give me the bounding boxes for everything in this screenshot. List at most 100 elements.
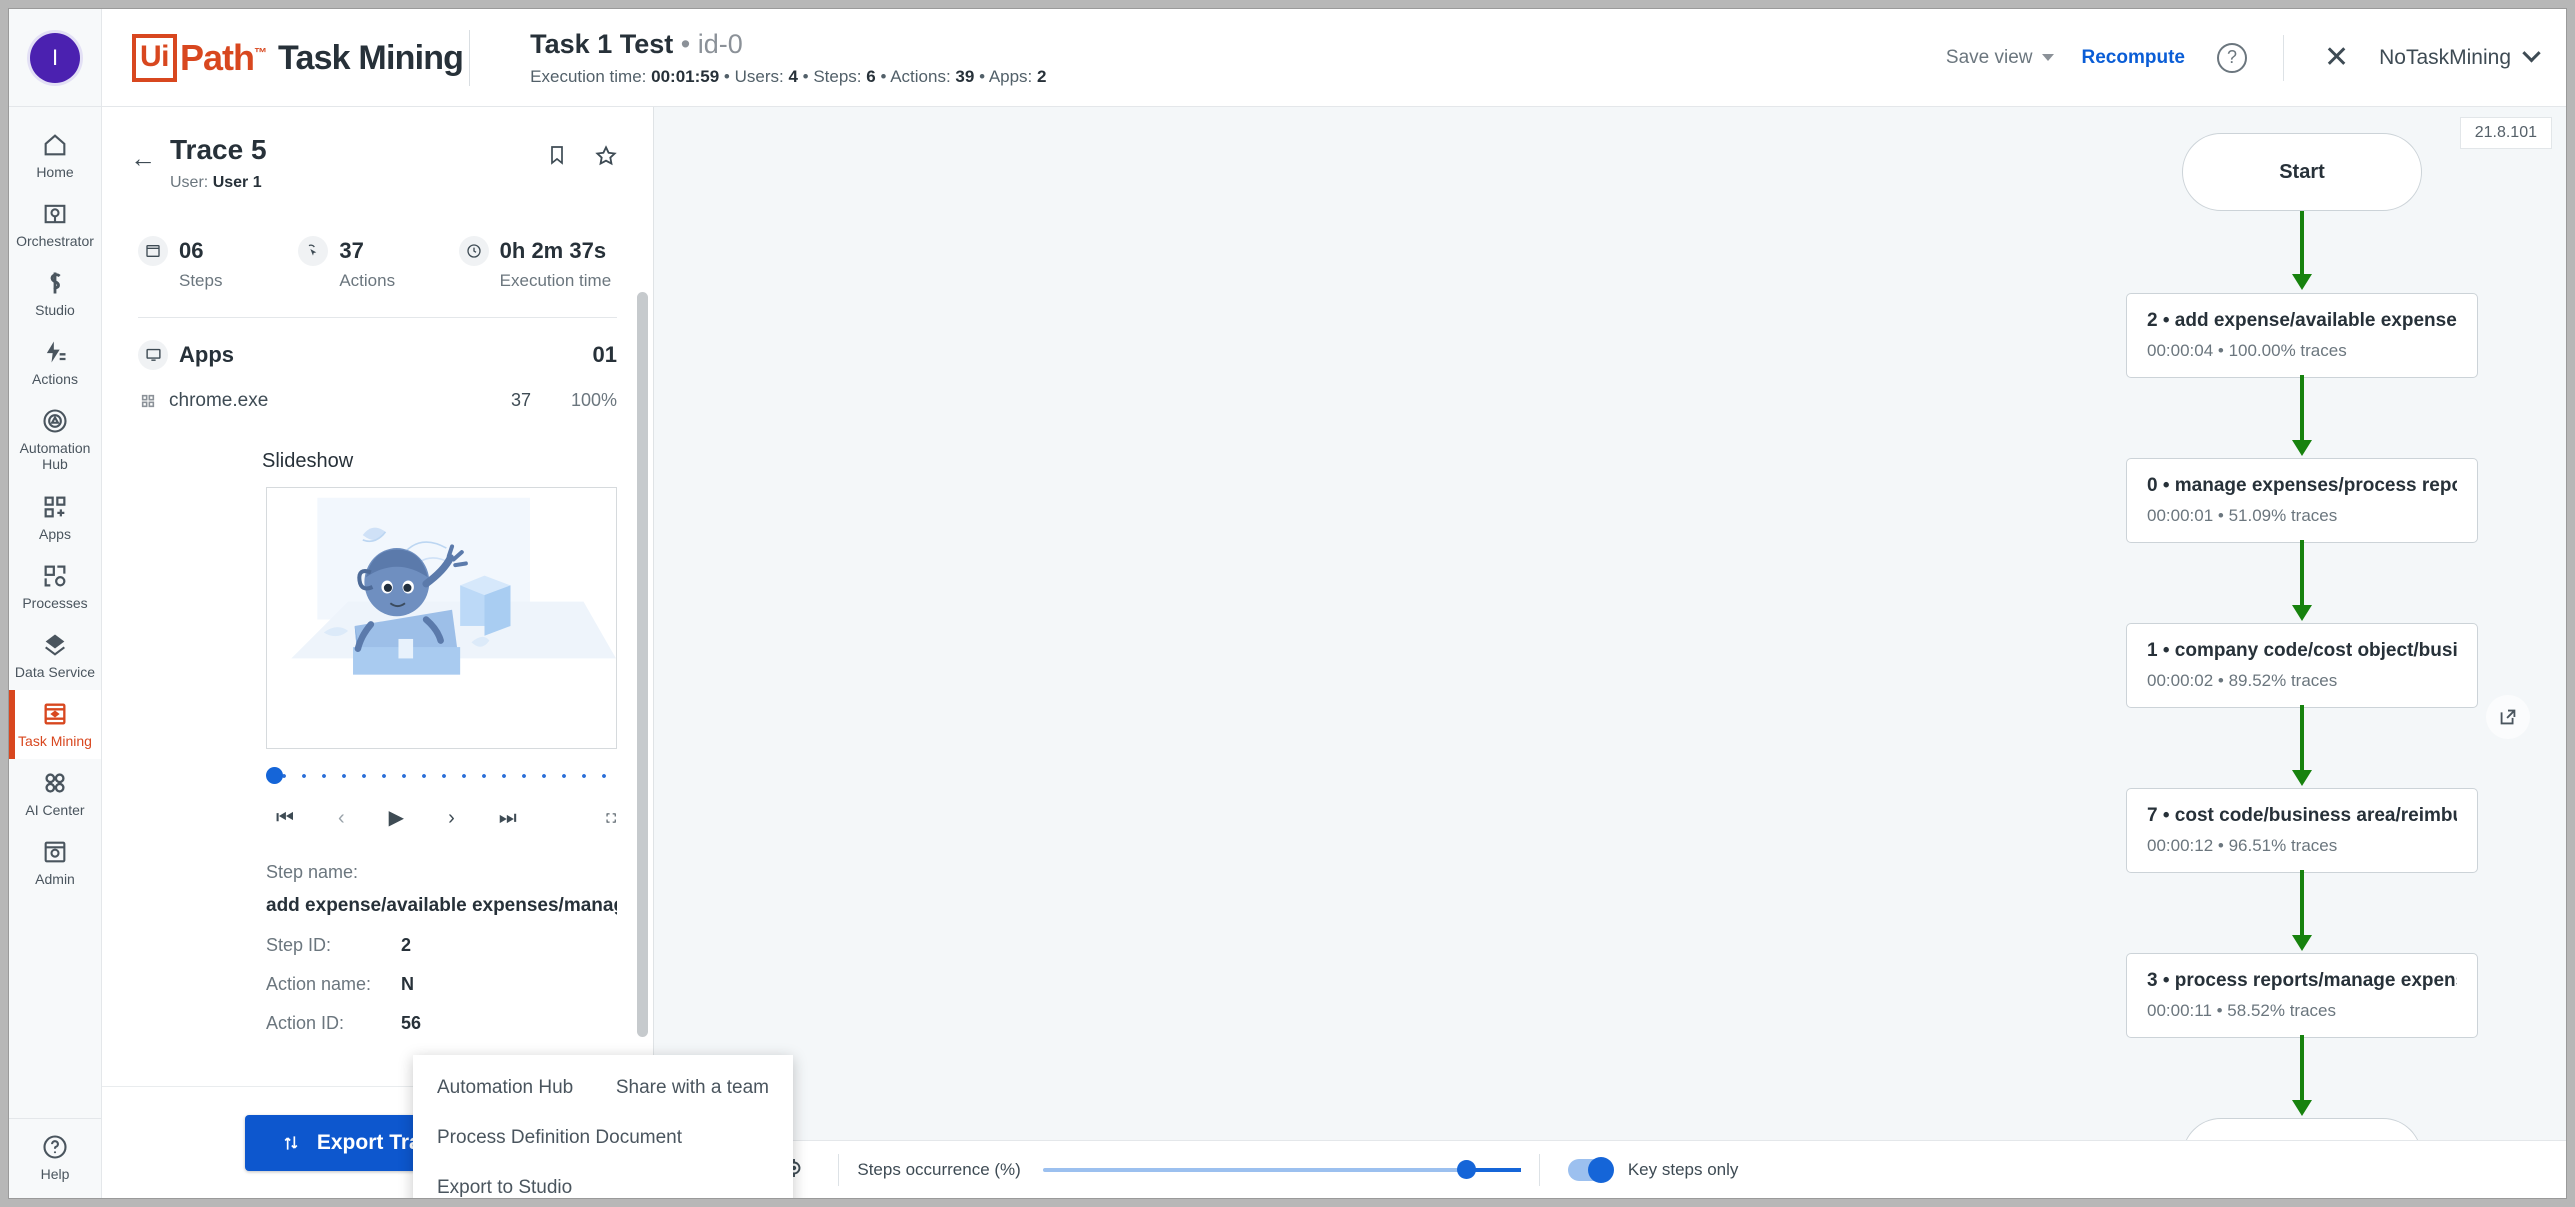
app-window: I Ui Path™ Task Mining Task 1 Test • id-… xyxy=(8,8,2567,1199)
sidebar-item-task-mining[interactable]: Task Mining xyxy=(9,689,101,760)
skip-to-end-icon[interactable]: ⏭ xyxy=(498,806,517,829)
stat-value: 06 xyxy=(179,237,204,263)
slider-track xyxy=(266,773,617,778)
slider-handle[interactable] xyxy=(266,767,283,785)
sidebar-item-actions[interactable]: Actions xyxy=(9,328,101,397)
help-icon[interactable]: ? xyxy=(2216,42,2247,73)
save-view-label: Save view xyxy=(1945,46,2033,68)
trace-stats: 06 Steps 37 Actions xyxy=(102,192,653,291)
apps-icon xyxy=(44,496,66,518)
play-icon[interactable]: ▶ xyxy=(388,806,405,829)
task-name: Task 1 Test xyxy=(530,29,674,60)
sidebar-item-automation-hub[interactable]: Automation Hub xyxy=(9,397,101,482)
toolbar-divider xyxy=(838,1153,840,1186)
tenant-selector[interactable]: NoTaskMining xyxy=(2369,44,2541,70)
open-external-icon[interactable] xyxy=(2486,695,2530,739)
star-icon[interactable] xyxy=(593,143,619,169)
recompute-button[interactable]: Recompute xyxy=(2068,39,2199,77)
graph-edge xyxy=(2292,375,2312,456)
step-details: Step name: add expense/available expense… xyxy=(102,828,653,1034)
detail-scroll-area: ← Trace 5 User: User 1 xyxy=(102,107,653,1086)
detail-header: ← Trace 5 User: User 1 xyxy=(102,107,653,192)
graph-area[interactable]: Start 2 • add expense/available expenses… xyxy=(654,107,2566,1140)
node-meta: 00:00:12 • 96.51% traces xyxy=(2147,836,2338,855)
step-id-row: Step ID: 2 xyxy=(266,935,617,956)
sidebar-item-home[interactable]: Home xyxy=(9,121,101,190)
sidebar-item-admin[interactable]: Admin xyxy=(9,828,101,897)
node-meta: 00:00:01 • 51.09% traces xyxy=(2147,506,2338,525)
stat-label: Actions xyxy=(339,270,396,290)
steps-occurrence-slider[interactable] xyxy=(1042,1160,1521,1179)
monitor-icon xyxy=(138,339,168,370)
sidebar-item-label: Help xyxy=(40,1165,70,1182)
node-title: 3 • process reports/manage expenses/a... xyxy=(2147,970,2457,991)
app-name: chrome.exe xyxy=(169,389,269,411)
fullscreen-icon[interactable] xyxy=(605,808,617,828)
slideshow-illustration xyxy=(267,487,616,701)
slideshow-progress-slider[interactable] xyxy=(266,766,617,786)
toolbar-divider xyxy=(1538,1153,1540,1186)
node-title: 0 • manage expenses/process reports/s... xyxy=(2147,475,2457,496)
graph-node[interactable]: 7 • cost code/business area/reimburse...… xyxy=(2126,788,2478,873)
top-bar: I Ui Path™ Task Mining Task 1 Test • id-… xyxy=(9,9,2566,107)
brand-divider xyxy=(469,29,471,86)
brand-logo: Ui Path™ Task Mining xyxy=(102,9,500,106)
key-steps-only-toggle[interactable] xyxy=(1567,1156,1614,1183)
menu-item-process-definition-document[interactable]: Process Definition Document xyxy=(413,1113,793,1163)
slideshow-viewer[interactable] xyxy=(266,486,617,749)
action-name-row: Action name: N xyxy=(266,974,617,995)
avatar[interactable]: I xyxy=(30,32,80,83)
slider-handle[interactable] xyxy=(1456,1160,1476,1179)
stat-label: Execution time xyxy=(499,270,612,290)
sidebar-item-data-service[interactable]: Data Service xyxy=(9,621,101,690)
close-icon[interactable]: ✕ xyxy=(2323,40,2350,74)
detail-header-actions xyxy=(545,133,619,169)
trace-user: User: User 1 xyxy=(170,173,262,191)
automation-hub-icon xyxy=(43,409,67,433)
sidebar-item-help[interactable]: Help xyxy=(9,1117,101,1198)
next-icon[interactable]: › xyxy=(448,806,455,829)
stat-value: 37 xyxy=(339,237,364,263)
list-item[interactable]: chrome.exe 37 100% xyxy=(102,370,653,412)
sidebar-item-label: AI Center xyxy=(25,801,85,818)
graph-node-start[interactable]: Start xyxy=(2182,133,2422,211)
sidebar-item-label: Task Mining xyxy=(18,732,92,749)
sidebar-item-studio[interactable]: Studio xyxy=(9,259,101,328)
export-trace-label: Export Trace xyxy=(316,1130,445,1154)
actions-icon xyxy=(46,341,66,363)
sidebar-item-ai-center[interactable]: AI Center xyxy=(9,759,101,828)
graph-edge xyxy=(2292,211,2312,290)
panel-scrollbar[interactable] xyxy=(637,292,648,1037)
node-meta: 00:00:11 • 58.52% traces xyxy=(2147,1001,2336,1020)
action-id-label: Action ID: xyxy=(266,1012,345,1033)
graph-node[interactable]: 3 • process reports/manage expenses/a...… xyxy=(2126,953,2478,1038)
step-id-label: Step ID: xyxy=(266,934,332,955)
stat-value: 0h 2m 37s xyxy=(499,237,607,263)
graph-node-end[interactable]: End xyxy=(2182,1118,2422,1140)
export-menu[interactable]: Automation Hub Share with a team Process… xyxy=(413,1055,793,1198)
graph-bottom-toolbar: + − Steps occurrence (%) Key steps only xyxy=(654,1140,2566,1198)
menu-item-automation-hub[interactable]: Automation Hub Share with a team xyxy=(413,1063,793,1113)
save-view-button[interactable]: Save view xyxy=(1932,39,2068,77)
sidebar-item-processes[interactable]: Processes xyxy=(9,552,101,621)
detail-title-group: Trace 5 User: User 1 xyxy=(170,133,267,192)
bookmark-icon[interactable] xyxy=(545,143,569,167)
nav-spacer xyxy=(9,897,101,1118)
sidebar-item-orchestrator[interactable]: Orchestrator xyxy=(9,190,101,259)
divider xyxy=(138,316,617,318)
page-title: Task 1 Test • id-0 xyxy=(530,28,1932,62)
back-arrow-icon[interactable]: ← xyxy=(130,143,156,173)
graph-node[interactable]: 1 • company code/cost object/business...… xyxy=(2126,623,2478,708)
graph-node[interactable]: 0 • manage expenses/process reports/s...… xyxy=(2126,458,2478,543)
app-count: 37 xyxy=(510,390,531,411)
graph-node[interactable]: 2 • add expense/available expenses/ma...… xyxy=(2126,293,2478,378)
skip-to-start-icon[interactable]: ⏮ xyxy=(276,806,294,829)
previous-icon[interactable]: ‹ xyxy=(338,806,345,829)
node-title: 7 • cost code/business area/reimburse... xyxy=(2147,805,2457,826)
sidebar-item-apps[interactable]: Apps xyxy=(9,483,101,552)
node-meta: 00:00:04 • 100.00% traces xyxy=(2147,341,2347,360)
grid-icon xyxy=(141,394,155,407)
menu-item-export-to-studio[interactable]: Export to Studio xyxy=(413,1163,793,1198)
sidebar-item-label: Processes xyxy=(22,594,88,611)
slideshow-controls: ⏮ ‹ ▶ › ⏭ xyxy=(102,786,653,828)
